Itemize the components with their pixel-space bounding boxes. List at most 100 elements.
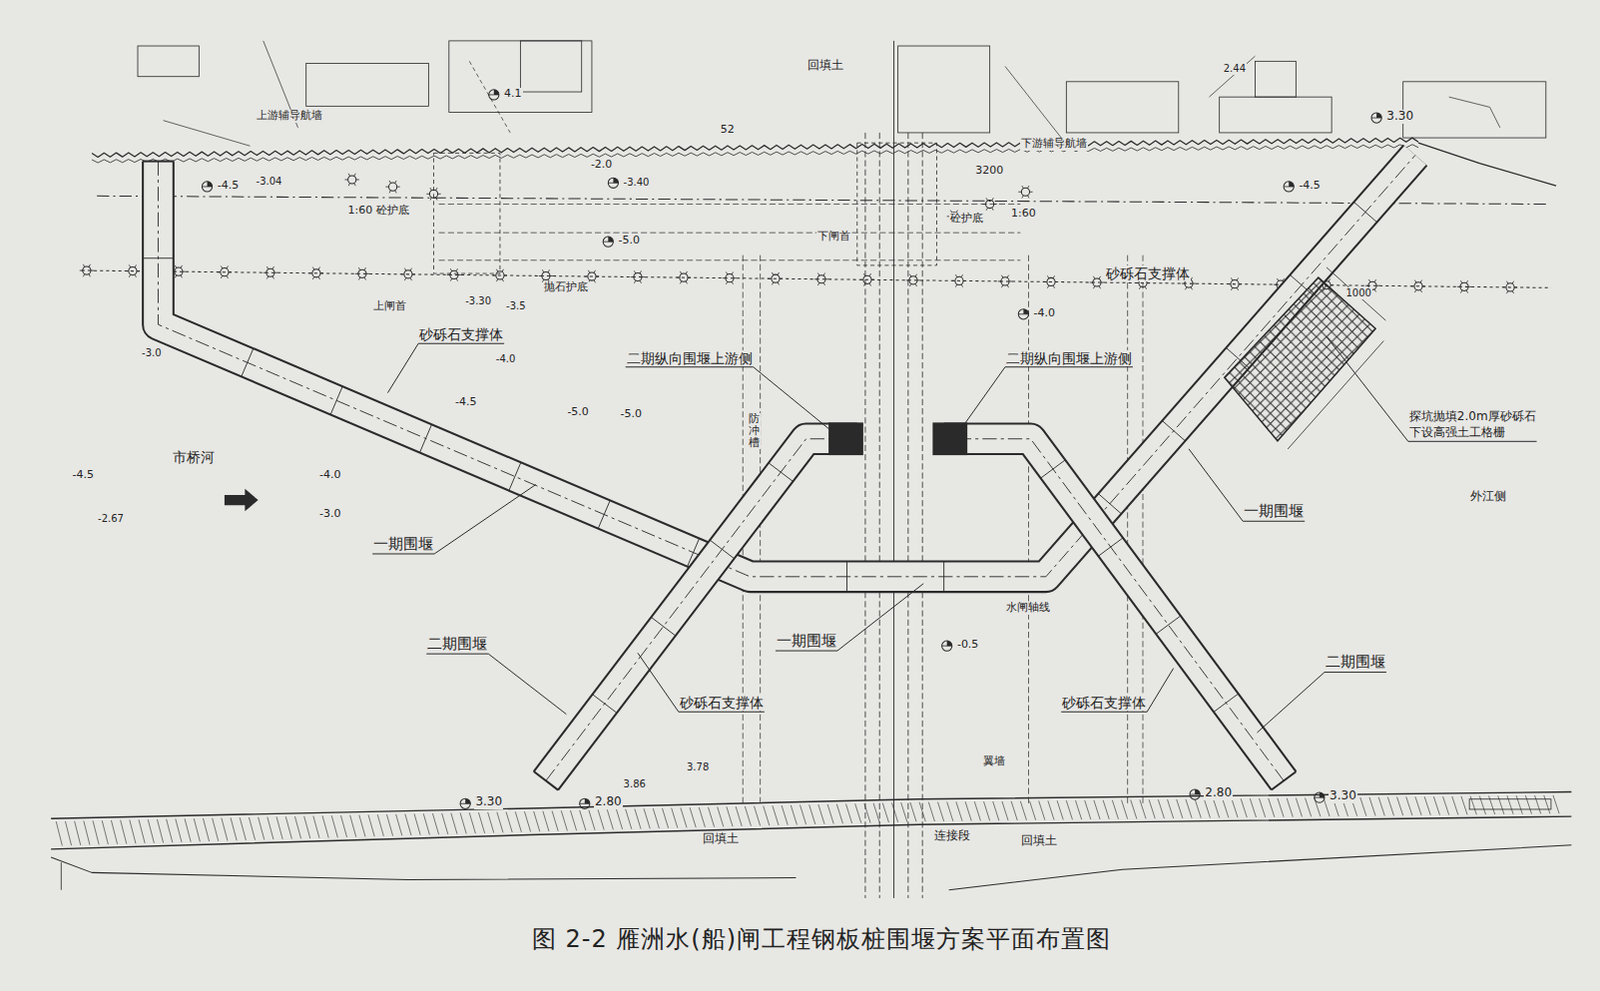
bank-hatch xyxy=(671,808,678,829)
plan-label: 2.80 xyxy=(1203,786,1233,801)
building-outline xyxy=(898,45,991,133)
road-line xyxy=(60,862,62,891)
bank-hatch xyxy=(615,809,622,830)
bank-hatch xyxy=(1121,800,1128,820)
buoy-tick xyxy=(90,270,94,272)
leader-line xyxy=(1061,668,1173,713)
leader-line xyxy=(1188,449,1305,522)
cofferdam-joint xyxy=(1271,771,1297,790)
buoy-tick xyxy=(450,278,453,282)
callout-label: 一期围堰 xyxy=(775,632,838,650)
buoy-tick xyxy=(1514,286,1518,288)
buoy-symbol xyxy=(1506,283,1515,292)
cofferdam-fill xyxy=(545,439,858,782)
bank-hatch xyxy=(1093,800,1100,820)
buoy-tick xyxy=(447,274,451,276)
bank-hatch xyxy=(753,806,760,827)
buoy-tick xyxy=(1146,282,1150,284)
buoy-tick xyxy=(1055,281,1059,283)
buoy-symbol xyxy=(312,269,321,278)
bank-hatch xyxy=(331,815,338,838)
buoy-tick xyxy=(1027,195,1030,199)
bank-hatch xyxy=(1020,801,1027,821)
buoy-tick xyxy=(725,271,728,275)
buoy-symbol xyxy=(541,271,550,280)
buoy-tick xyxy=(410,277,413,281)
buoy-tick xyxy=(1503,286,1507,288)
bank-hatch xyxy=(542,811,549,832)
buoy-tick xyxy=(128,274,131,278)
buoy-tick xyxy=(1466,290,1469,294)
buoy-tick xyxy=(1047,275,1050,279)
bank-hatch xyxy=(1185,799,1192,819)
buoy-tick xyxy=(777,272,780,276)
buoy-tick xyxy=(274,272,278,274)
bank-hatch xyxy=(258,817,265,841)
callout-label: 砂砾石支撑体 xyxy=(418,326,505,343)
buoy-tick xyxy=(992,197,995,201)
buoy-tick xyxy=(318,276,321,280)
bank-hatch xyxy=(1084,800,1091,820)
buoy-tick xyxy=(909,274,912,278)
buoy-tick xyxy=(426,193,430,195)
buoy-symbol xyxy=(1414,282,1423,291)
bank-hatch xyxy=(892,802,899,822)
bank-hatch xyxy=(882,803,889,823)
leader-line xyxy=(1257,672,1387,733)
bank-hatch xyxy=(1111,800,1118,820)
plan-label: -4.5 xyxy=(454,396,478,410)
elevation-symbol-cross xyxy=(201,185,212,187)
buoy-tick xyxy=(676,277,680,279)
buoy-tick xyxy=(263,272,267,274)
bank-hatch xyxy=(1443,796,1450,816)
bank-hatch xyxy=(212,818,219,842)
buoy-tick xyxy=(731,271,734,275)
cofferdam-joint xyxy=(1041,460,1067,479)
cofferdam-joint xyxy=(1213,693,1239,712)
bank-hatch xyxy=(910,802,917,822)
buoy-tick xyxy=(998,280,1002,282)
bank-hatch xyxy=(717,807,724,828)
cofferdam-fill xyxy=(157,154,1416,576)
bank-hatch xyxy=(1130,799,1137,819)
bank-hatch xyxy=(1452,796,1459,816)
buoy-tick xyxy=(817,282,820,286)
elevation-symbol xyxy=(460,798,471,809)
buoy-tick xyxy=(1227,283,1231,285)
buoy-tick xyxy=(1460,290,1463,294)
leader-line xyxy=(625,367,836,435)
bank-hatch xyxy=(579,810,586,831)
buoy-tick xyxy=(354,173,357,177)
bank-hatch xyxy=(368,814,375,837)
road-line xyxy=(949,845,1573,891)
buoy-tick xyxy=(1457,286,1461,288)
callout-label: 砂砾石支撑体 xyxy=(678,694,765,711)
cofferdam-joint xyxy=(650,616,675,636)
buoy-tick xyxy=(1144,286,1147,290)
bank-hatch xyxy=(285,816,292,839)
bank-hatch xyxy=(661,808,668,829)
buoy-tick xyxy=(1238,283,1242,285)
bank-hatch xyxy=(928,802,935,822)
bank-hatch xyxy=(1553,795,1560,814)
plan-label: -4.5 xyxy=(216,179,240,193)
elevation-symbol-fill xyxy=(1376,112,1382,118)
buoy-tick xyxy=(823,282,826,286)
buoy-tick xyxy=(366,273,370,275)
buoy-tick xyxy=(771,282,774,286)
elevation-symbol-cross xyxy=(1371,117,1382,119)
dimension-line xyxy=(1326,267,1386,321)
bank-hatch xyxy=(1075,800,1082,820)
cofferdam-centerline xyxy=(944,439,1284,782)
bank-hatch xyxy=(1213,799,1220,819)
bank-hatch xyxy=(956,801,963,821)
buoy-tick xyxy=(961,284,964,288)
buoy-symbol xyxy=(955,276,964,285)
buoy-tick xyxy=(226,265,229,269)
plan-label: 回填土 xyxy=(701,832,740,847)
buoy-symbol xyxy=(389,182,398,191)
bank-hatch xyxy=(460,813,467,835)
buoy-tick xyxy=(1092,276,1095,280)
bank-hatch xyxy=(1387,797,1394,817)
